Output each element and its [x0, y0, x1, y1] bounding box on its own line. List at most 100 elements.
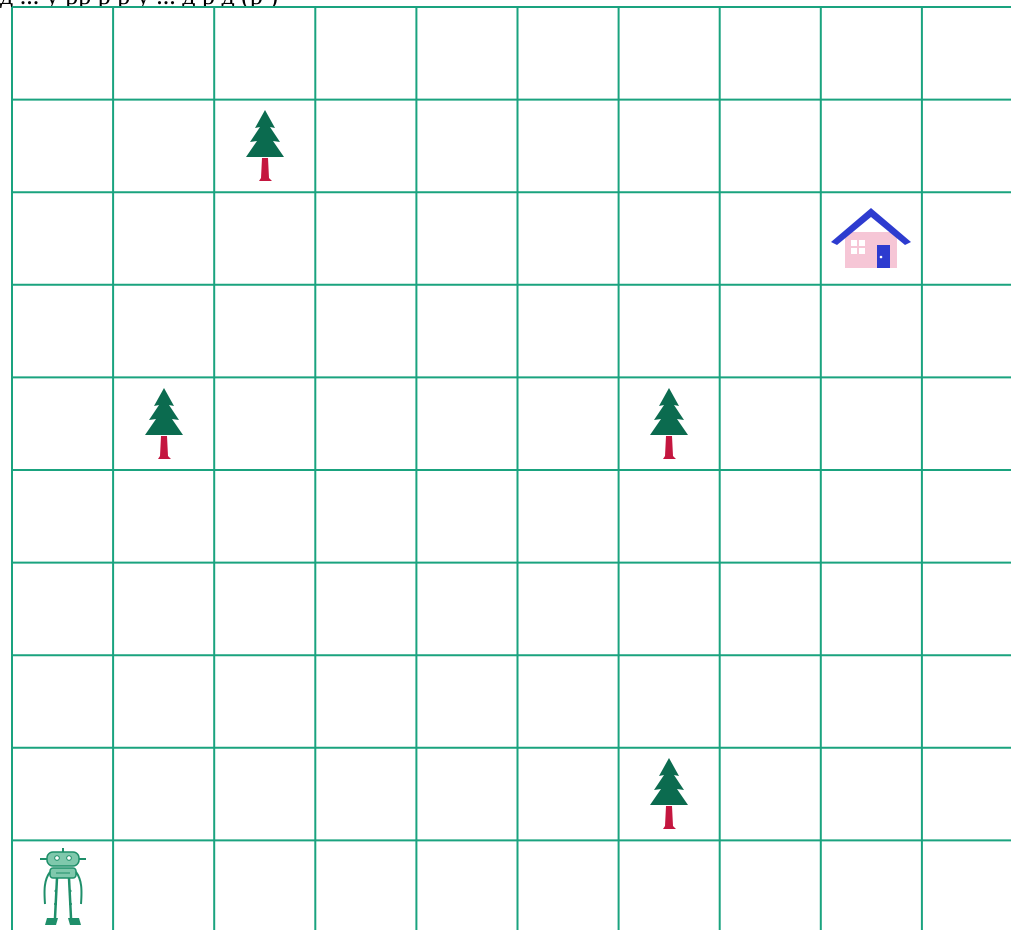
grid-cell-r7-c2[interactable]	[214, 655, 315, 748]
grid-cell-r6-c0[interactable]	[12, 563, 113, 656]
grid-cell-r9-c9[interactable]	[922, 840, 1011, 930]
grid-cell-r2-c5[interactable]	[518, 192, 619, 285]
tree-icon	[113, 377, 214, 470]
grid-cell-r5-c3[interactable]	[315, 470, 416, 563]
grid-cell-r0-c5[interactable]	[518, 7, 619, 100]
grid-cell-r3-c5[interactable]	[518, 285, 619, 378]
grid-cell-r7-c4[interactable]	[416, 655, 517, 748]
grid-cell-r6-c2[interactable]	[214, 563, 315, 656]
grid-cell-r7-c3[interactable]	[315, 655, 416, 748]
grid-cell-r8-c4[interactable]	[416, 748, 517, 841]
grid-cell-r8-c3[interactable]	[315, 748, 416, 841]
grid-cell-r3-c6[interactable]	[619, 285, 720, 378]
grid-cell-r6-c9[interactable]	[922, 563, 1011, 656]
grid-cell-r4-c4[interactable]	[416, 377, 517, 470]
grid-cell-r3-c1[interactable]	[113, 285, 214, 378]
grid-cell-r1-c5[interactable]	[518, 100, 619, 193]
grid-cell-r5-c9[interactable]	[922, 470, 1011, 563]
grid-cell-r7-c1[interactable]	[113, 655, 214, 748]
grid-cell-r6-c5[interactable]	[518, 563, 619, 656]
grid-cell-r3-c0[interactable]	[12, 285, 113, 378]
grid-cell-r4-c9[interactable]	[922, 377, 1011, 470]
tree-icon	[619, 377, 720, 470]
grid-cell-r4-c5[interactable]	[518, 377, 619, 470]
grid-cell-r9-c6[interactable]	[619, 840, 720, 930]
grid-cell-r8-c7[interactable]	[720, 748, 821, 841]
grid-cell-r0-c7[interactable]	[720, 7, 821, 100]
grid-cell-r9-c2[interactable]	[214, 840, 315, 930]
grid-cell-r2-c4[interactable]	[416, 192, 517, 285]
grid-cell-r5-c7[interactable]	[720, 470, 821, 563]
grid-cell-r7-c6[interactable]	[619, 655, 720, 748]
grid-cell-r2-c2[interactable]	[214, 192, 315, 285]
grid-cell-r3-c8[interactable]	[821, 285, 922, 378]
grid-cell-r3-c4[interactable]	[416, 285, 517, 378]
grid-cell-r2-c7[interactable]	[720, 192, 821, 285]
grid-cell-r9-c8[interactable]	[821, 840, 922, 930]
grid-cell-r5-c5[interactable]	[518, 470, 619, 563]
grid-cell-r6-c3[interactable]	[315, 563, 416, 656]
grid-cell-r5-c2[interactable]	[214, 470, 315, 563]
grid-cell-r0-c3[interactable]	[315, 7, 416, 100]
grid-cell-r1-c7[interactable]	[720, 100, 821, 193]
grid-cell-r1-c6[interactable]	[619, 100, 720, 193]
grid-cell-r0-c9[interactable]	[922, 7, 1011, 100]
grid-cell-r5-c8[interactable]	[821, 470, 922, 563]
grid-cell-r0-c4[interactable]	[416, 7, 517, 100]
grid-cell-r2-c0[interactable]	[12, 192, 113, 285]
grid-cell-r6-c1[interactable]	[113, 563, 214, 656]
grid-cell-r4-c3[interactable]	[315, 377, 416, 470]
grid-cell-r2-c6[interactable]	[619, 192, 720, 285]
grid-cell-r1-c3[interactable]	[315, 100, 416, 193]
grid-cell-r0-c1[interactable]	[113, 7, 214, 100]
grid-cell-r2-c9[interactable]	[922, 192, 1011, 285]
robot-icon[interactable]	[12, 840, 113, 930]
grid-cell-r5-c1[interactable]	[113, 470, 214, 563]
grid-cell-r5-c6[interactable]	[619, 470, 720, 563]
grid-cell-r1-c0[interactable]	[12, 100, 113, 193]
grid-cell-r3-c7[interactable]	[720, 285, 821, 378]
grid-cell-r6-c4[interactable]	[416, 563, 517, 656]
grid-cell-r1-c8[interactable]	[821, 100, 922, 193]
grid-cell-r1-c4[interactable]	[416, 100, 517, 193]
grid-cell-r4-c8[interactable]	[821, 377, 922, 470]
grid-cell-r3-c3[interactable]	[315, 285, 416, 378]
grid-cell-r7-c9[interactable]	[922, 655, 1011, 748]
grid-cell-r7-c0[interactable]	[12, 655, 113, 748]
grid-cell-r9-c1[interactable]	[113, 840, 214, 930]
grid-cell-r3-c2[interactable]	[214, 285, 315, 378]
grid-cell-r8-c2[interactable]	[214, 748, 315, 841]
tree-icon	[619, 748, 720, 841]
grid-cell-r1-c1[interactable]	[113, 100, 214, 193]
grid-cell-r9-c5[interactable]	[518, 840, 619, 930]
grid-cell-r6-c8[interactable]	[821, 563, 922, 656]
grid-cell-r5-c0[interactable]	[12, 470, 113, 563]
grid-cell-r0-c2[interactable]	[214, 7, 315, 100]
grid-cell-r3-c9[interactable]	[922, 285, 1011, 378]
grid-cell-r9-c4[interactable]	[416, 840, 517, 930]
tree-icon	[214, 100, 315, 193]
grid-cell-r2-c1[interactable]	[113, 192, 214, 285]
grid-cell-r8-c0[interactable]	[12, 748, 113, 841]
grid-cell-r4-c0[interactable]	[12, 377, 113, 470]
grid-cell-r7-c5[interactable]	[518, 655, 619, 748]
grid-cell-r0-c0[interactable]	[12, 7, 113, 100]
grid-cell-r6-c6[interactable]	[619, 563, 720, 656]
grid-cell-r0-c8[interactable]	[821, 7, 922, 100]
grid-cell-r7-c8[interactable]	[821, 655, 922, 748]
grid-cell-r4-c2[interactable]	[214, 377, 315, 470]
grid-cell-r8-c8[interactable]	[821, 748, 922, 841]
grid-cell-r9-c7[interactable]	[720, 840, 821, 930]
grid-cell-r0-c6[interactable]	[619, 7, 720, 100]
grid-cell-r8-c9[interactable]	[922, 748, 1011, 841]
grid-cell-r7-c7[interactable]	[720, 655, 821, 748]
grid-cell-r9-c3[interactable]	[315, 840, 416, 930]
grid-cell-r6-c7[interactable]	[720, 563, 821, 656]
grid-cell-r5-c4[interactable]	[416, 470, 517, 563]
grid-cell-r1-c9[interactable]	[922, 100, 1011, 193]
grid-cell-r8-c5[interactable]	[518, 748, 619, 841]
grid-cell-r4-c7[interactable]	[720, 377, 821, 470]
grid-cell-r2-c3[interactable]	[315, 192, 416, 285]
grid-cell-r8-c1[interactable]	[113, 748, 214, 841]
